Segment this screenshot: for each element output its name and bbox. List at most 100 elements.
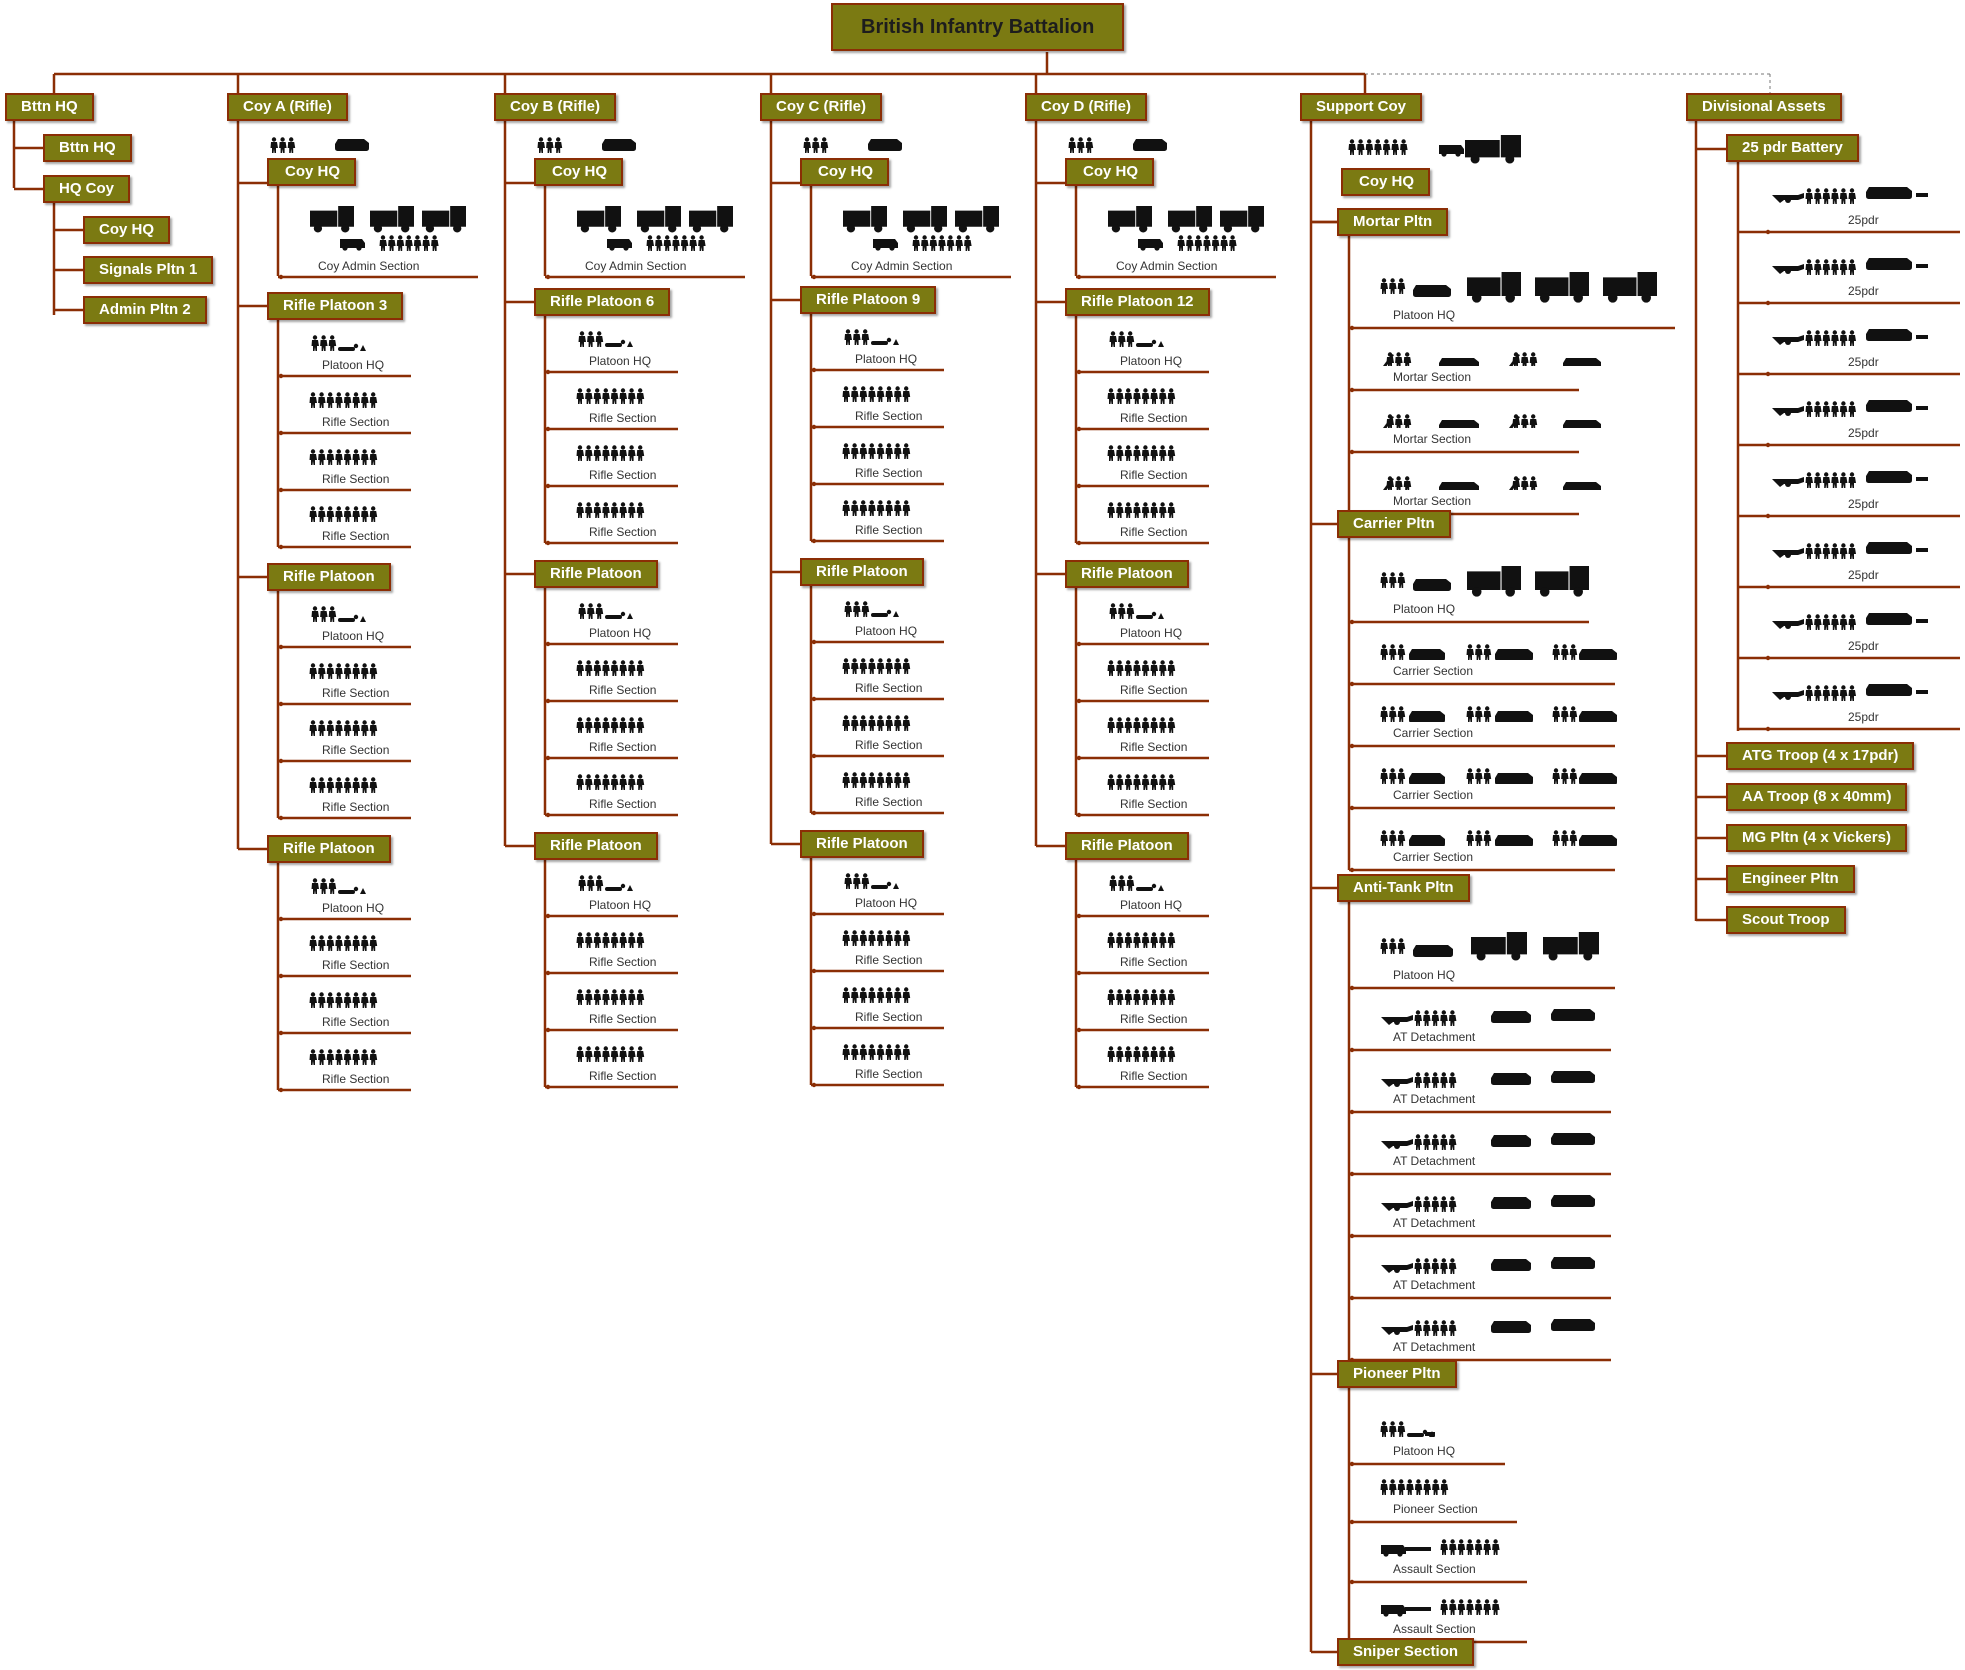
section-caption-platoon-hq: Platoon HQ (589, 898, 652, 912)
connector-dot (1349, 1233, 1355, 1239)
platoon-box-rifle-platoon: Rifle Platoon (1065, 832, 1189, 860)
section-icons-rifle-section (576, 989, 645, 1005)
connector-dot (1076, 483, 1082, 489)
connector-dot (278, 373, 284, 379)
section-icons-rifle-section (309, 935, 378, 951)
section-icons-platoon-hq (1109, 875, 1164, 891)
section-caption-rifle-section: Rifle Section (322, 1015, 390, 1029)
section-caption-rifle-section: Rifle Section (322, 472, 390, 486)
connector-dot (1076, 641, 1082, 647)
support-section-caption-carrier-section: Carrier Section (1393, 788, 1474, 802)
section-caption-rifle-section: Rifle Section (1120, 411, 1188, 425)
gun-caption: 25pdr (1848, 497, 1879, 511)
section-icons-platoon-hq (311, 335, 366, 351)
support-section-icons-at-detachment (1381, 1071, 1595, 1088)
gun-icons (1772, 400, 1928, 417)
support-section-caption-carrier-section: Carrier Section (1393, 850, 1474, 864)
support-section-caption-assault-section: Assault Section (1393, 1622, 1476, 1636)
section-icons-rifle-section (309, 777, 378, 793)
connector-dot (278, 701, 284, 707)
company-box-coy-d-rifle: Coy D (Rifle) (1025, 93, 1147, 121)
section-icons-rifle-section (1107, 388, 1176, 404)
support-section-caption-at-detachment: AT Detachment (1393, 1278, 1476, 1292)
battalion-title: British Infantry Battalion (831, 3, 1125, 51)
connector-dot (278, 758, 284, 764)
section-icons-rifle-section (842, 772, 911, 788)
support-section-caption-mortar-section: Mortar Section (1393, 370, 1472, 384)
section-icons-platoon-hq (1109, 331, 1164, 347)
platoon-box-rifle-platoon-3: Rifle Platoon 3 (267, 292, 404, 320)
section-caption-rifle-section: Rifle Section (589, 683, 657, 697)
platoon-box-rifle-platoon: Rifle Platoon (267, 563, 391, 591)
support-section-caption-platoon-hq: Platoon HQ (1393, 602, 1456, 616)
connector-dot (545, 812, 551, 818)
section-caption-rifle-section: Rifle Section (855, 953, 923, 967)
connector-dot (1765, 442, 1771, 448)
connector-dot (278, 973, 284, 979)
gun-caption: 25pdr (1848, 426, 1879, 440)
section-caption-rifle-section: Rifle Section (589, 1012, 657, 1026)
section-caption-rifle-section: Rifle Section (1120, 683, 1188, 697)
support-section-icons-mortar-section (1383, 352, 1601, 366)
support-section-icons-carrier-section (1380, 644, 1617, 660)
gun-icons (1772, 329, 1928, 346)
connector-dot (278, 1087, 284, 1093)
section-caption-rifle-section: Rifle Section (322, 686, 390, 700)
support-platoon-pioneer-pltn: Pioneer Pltn (1337, 1360, 1457, 1388)
support-section-icons-assault-section (1381, 1599, 1500, 1617)
section-caption-platoon-hq: Platoon HQ (589, 626, 652, 640)
gun-icons (1772, 613, 1928, 630)
connector-dot (1076, 1084, 1082, 1090)
section-icons-rifle-section (842, 715, 911, 731)
section-icons-rifle-section (1107, 502, 1176, 518)
section-caption-platoon-hq: Platoon HQ (1120, 354, 1183, 368)
admin-section-caption: Coy Admin Section (585, 259, 687, 273)
support-section-caption-carrier-section: Carrier Section (1393, 726, 1474, 740)
connector-dot (811, 274, 817, 280)
connector-dot (1076, 274, 1082, 280)
connector-dot (1349, 449, 1355, 455)
support-section-caption-platoon-hq: Platoon HQ (1393, 308, 1456, 322)
section-caption-rifle-section: Rifle Section (589, 468, 657, 482)
section-caption-platoon-hq: Platoon HQ (855, 352, 918, 366)
platoon-box-rifle-platoon: Rifle Platoon (534, 560, 658, 588)
platoon-box-rifle-platoon: Rifle Platoon (1065, 560, 1189, 588)
battalion-hq-child-hq-coy: HQ Coy (43, 175, 131, 203)
hq-coy-admin-pltn-2: Admin Pltn 2 (83, 296, 207, 324)
section-icons-rifle-section (309, 449, 378, 465)
connector-dot (1076, 369, 1082, 375)
support-section-caption-platoon-hq: Platoon HQ (1393, 1444, 1456, 1458)
section-caption-platoon-hq: Platoon HQ (589, 354, 652, 368)
support-section-icons-platoon-hq (1380, 566, 1589, 597)
connector-dot (1765, 655, 1771, 661)
section-caption-rifle-section: Rifle Section (322, 800, 390, 814)
section-caption-rifle-section: Rifle Section (1120, 955, 1188, 969)
support-section-icons-assault-section (1381, 1539, 1500, 1557)
connector-dot (545, 913, 551, 919)
admin-section-icons (1108, 206, 1264, 251)
section-icons-rifle-section (309, 720, 378, 736)
platoon-box-rifle-platoon: Rifle Platoon (267, 835, 391, 863)
connector-dot (1076, 812, 1082, 818)
section-caption-rifle-section: Rifle Section (855, 1010, 923, 1024)
divisional-unit-aa-troop-8-x-40mm: AA Troop (8 x 40mm) (1726, 783, 1908, 811)
support-coy-box: Support Coy (1300, 93, 1422, 121)
platoon-box-rifle-platoon-6: Rifle Platoon 6 (534, 288, 671, 316)
platoon-box-rifle-platoon: Rifle Platoon (800, 558, 924, 586)
connector-dot (545, 970, 551, 976)
battalion-hq-box: Bttn HQ (5, 93, 94, 121)
section-icons-rifle-section (842, 987, 911, 1003)
connector-dot (811, 639, 817, 645)
gun-icons (1772, 258, 1928, 275)
section-icons-platoon-hq (578, 603, 633, 619)
section-icons-rifle-section (309, 506, 378, 522)
support-section-icons-mortar-section (1383, 476, 1601, 490)
connector-dot (1349, 805, 1355, 811)
coy-hq-icons (270, 137, 369, 153)
support-section-icons-platoon-hq (1380, 272, 1657, 303)
hq-coy-signals-pltn-1: Signals Pltn 1 (83, 256, 214, 284)
connector-dot (545, 755, 551, 761)
support-section-icons-pioneer-section (1380, 1479, 1449, 1495)
admin-section-caption: Coy Admin Section (318, 259, 420, 273)
section-caption-rifle-section: Rifle Section (322, 958, 390, 972)
